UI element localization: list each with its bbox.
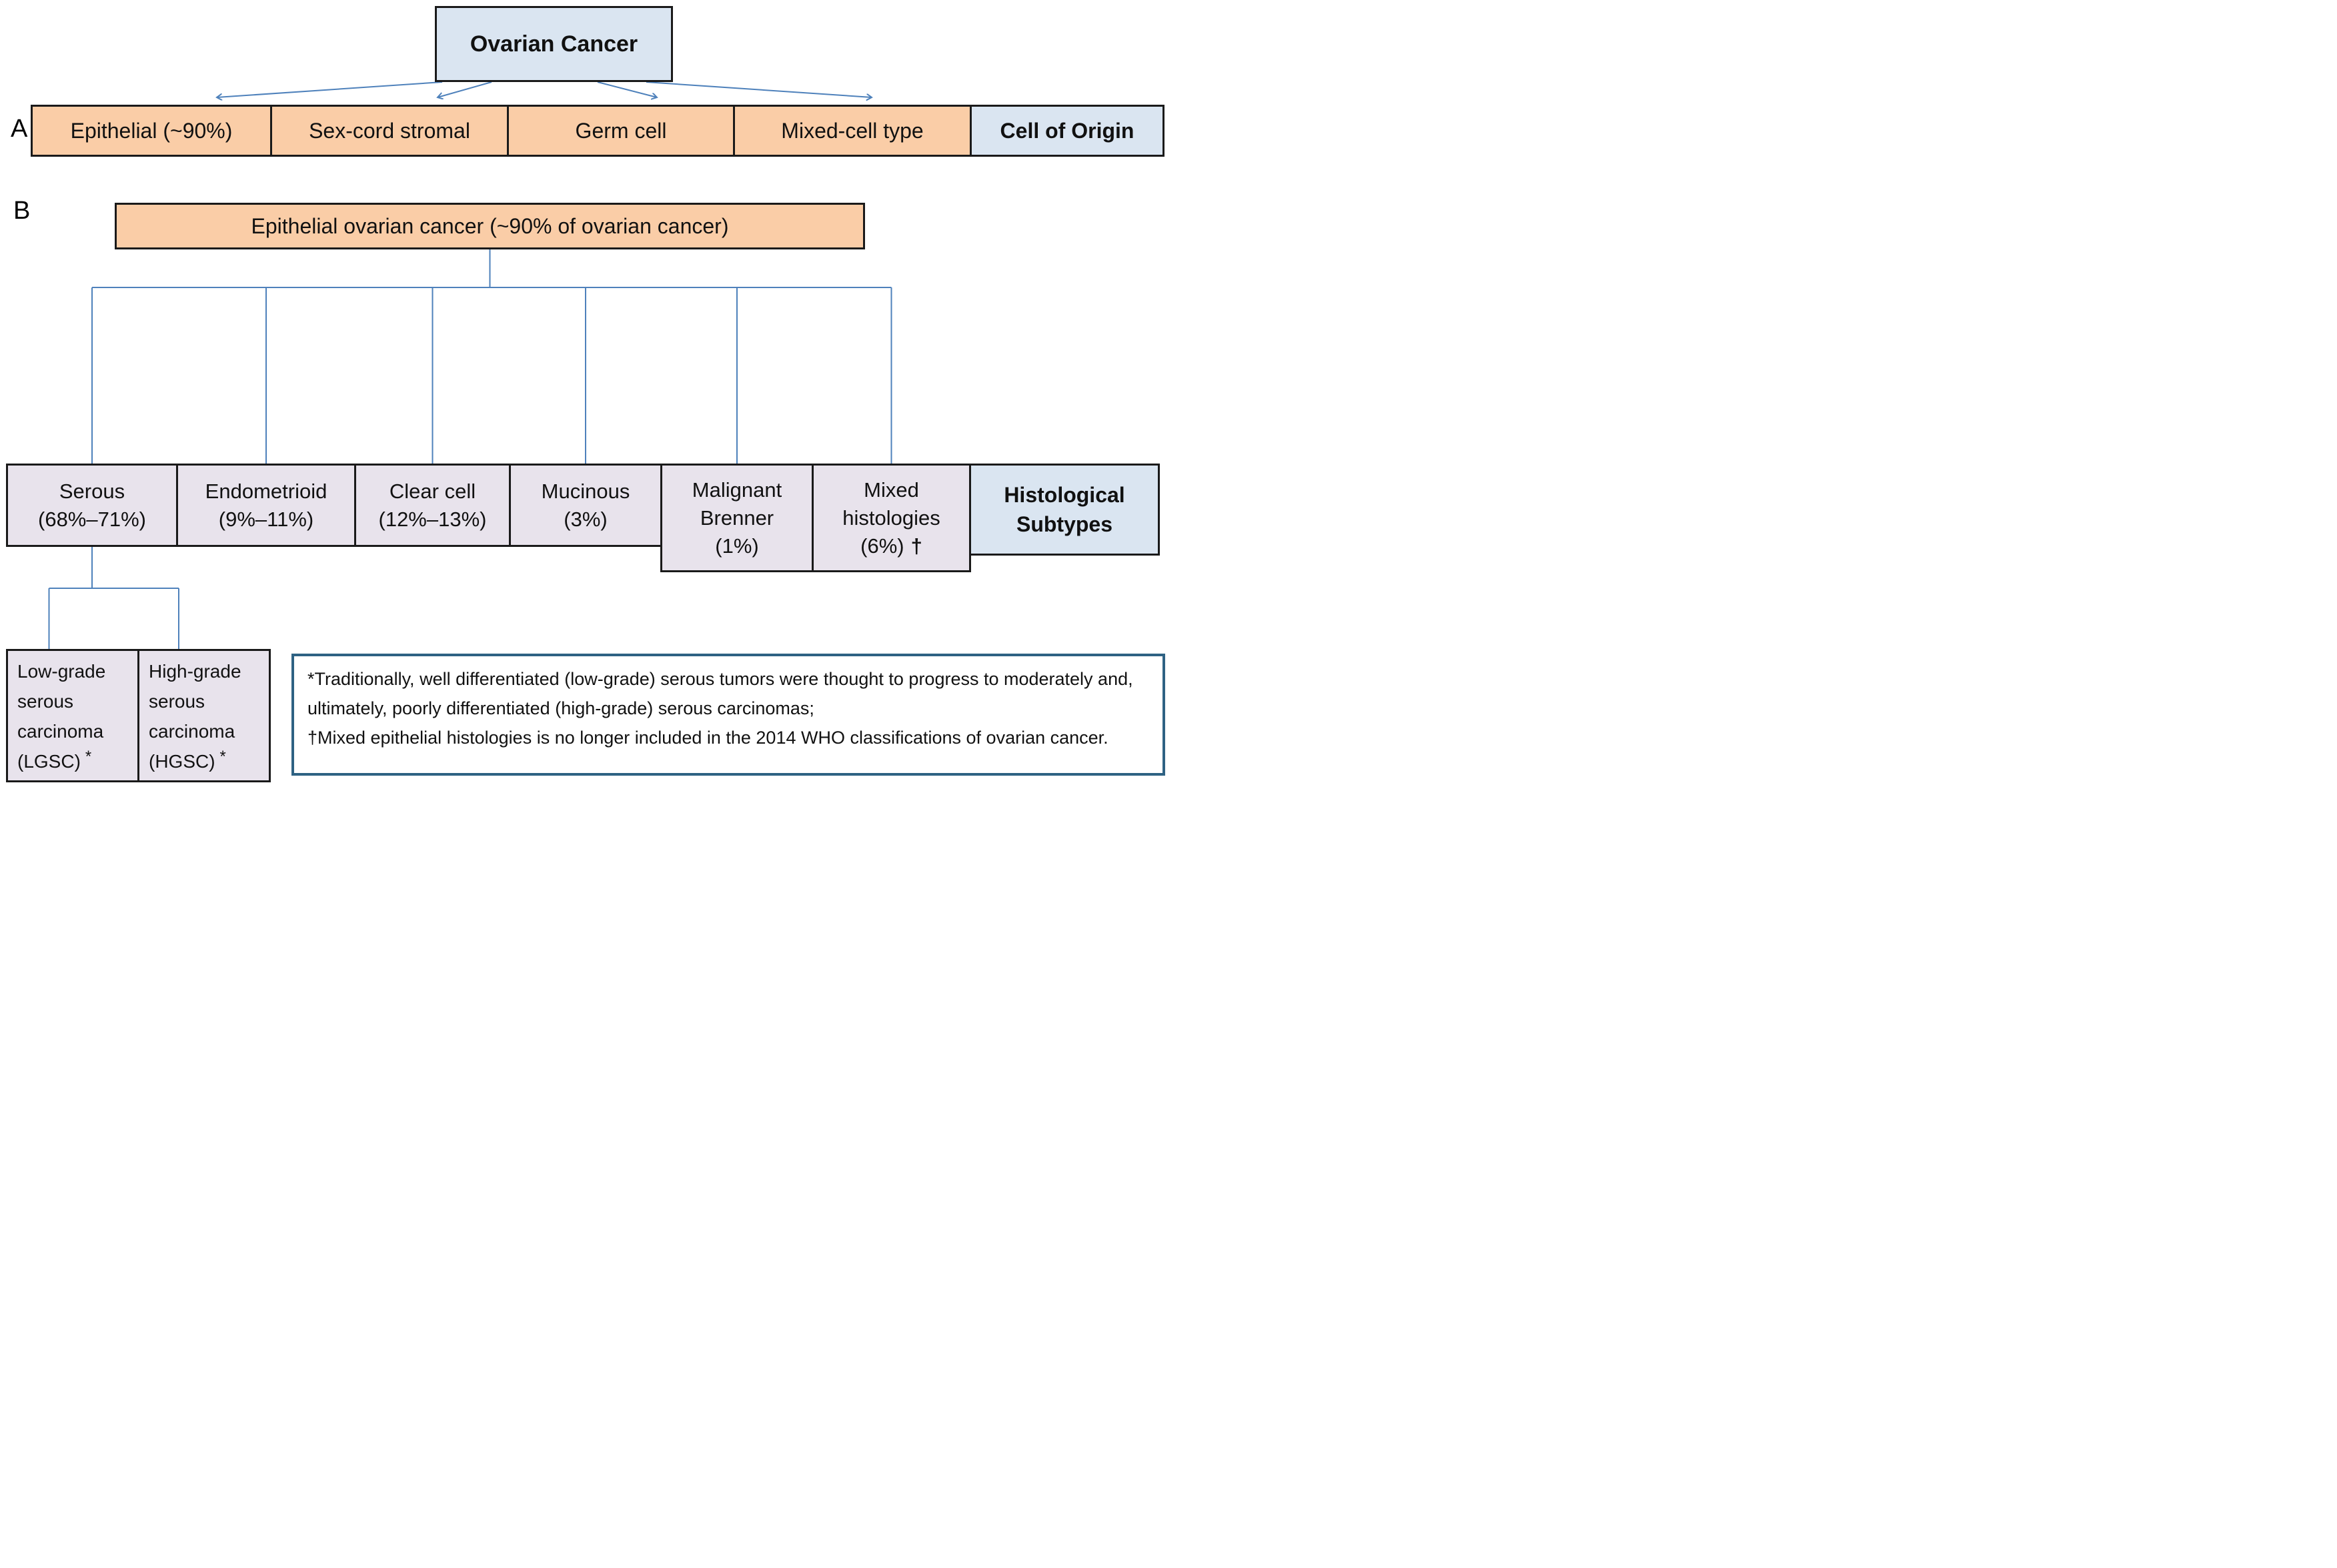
ovarian-cancer-classification-diagram: Ovarian Cancer A Epithelial (~90%) Sex-c… xyxy=(0,0,1168,784)
dagger-mark: † xyxy=(910,534,922,558)
row-caption-label: Cell of Origin xyxy=(1000,118,1134,143)
root-box-ovarian-cancer: Ovarian Cancer xyxy=(435,6,673,82)
subtype-line: (3%) xyxy=(564,507,608,531)
subtype-line: (9%–11%) xyxy=(218,507,314,531)
subtype-line: (6%)† xyxy=(860,532,922,560)
origin-box-germ-cell: Germ cell xyxy=(507,107,733,155)
hgsc-acronym: (HGSC) xyxy=(149,751,215,772)
arrow-to-germcell xyxy=(597,81,657,97)
asterisk-mark: * xyxy=(85,748,92,766)
arrow-to-sexcord xyxy=(438,81,492,97)
subtype-line: histologies xyxy=(842,506,940,530)
origin-box-label: Sex-cord stromal xyxy=(309,118,470,143)
subtype-box-malignant-brenner: Malignant Brenner (1%) xyxy=(660,464,814,572)
box-low-grade-serous-carcinoma: Low-grade serous carcinoma (LGSC)* xyxy=(8,651,137,780)
footnote-asterisk-text: *Traditionally, well differentiated (low… xyxy=(307,669,1133,718)
cell-of-origin-row: Epithelial (~90%) Sex-cord stromal Germ … xyxy=(31,105,1164,157)
lgsc-line: Low-grade xyxy=(17,661,106,682)
hgsc-line: serous xyxy=(149,691,205,712)
box-high-grade-serous-carcinoma: High-grade serous carcinoma (HGSC)* xyxy=(137,651,269,780)
subtype-line: Malignant xyxy=(692,478,782,502)
subtype-box-serous: Serous (68%–71%) xyxy=(6,464,178,547)
panel-b-label: B xyxy=(13,197,31,225)
origin-box-label: Germ cell xyxy=(575,118,667,143)
eoc-box-label: Epithelial ovarian cancer (~90% of ovari… xyxy=(251,213,729,238)
lgsc-line: (LGSC)* xyxy=(17,746,137,778)
footnote-box: *Traditionally, well differentiated (low… xyxy=(291,654,1165,776)
hgsc-line: High-grade xyxy=(149,661,241,682)
subtype-line: (12%–13%) xyxy=(378,507,487,531)
origin-box-epithelial: Epithelial (~90%) xyxy=(33,107,270,155)
footnote-dagger-text: †Mixed epithelial histologies is no long… xyxy=(307,728,1108,748)
subtype-line-text: (6%) xyxy=(860,534,904,558)
hgsc-line: carcinoma xyxy=(149,721,235,742)
origin-box-label: Mixed-cell type xyxy=(781,118,924,143)
panel-a-label: A xyxy=(11,115,28,143)
diagram-title: Ovarian Cancer xyxy=(470,31,638,57)
arrow-to-mixedcell xyxy=(646,81,872,97)
connector-lines xyxy=(48,81,892,650)
epithelial-ovarian-cancer-box: Epithelial ovarian cancer (~90% of ovari… xyxy=(115,203,865,249)
subtype-box-endometrioid: Endometrioid (9%–11%) xyxy=(176,464,356,547)
origin-box-label: Epithelial (~90%) xyxy=(70,118,233,143)
row-caption-histological-subtypes: Histological Subtypes xyxy=(969,464,1160,556)
serous-grade-pair: Low-grade serous carcinoma (LGSC)* High-… xyxy=(6,649,271,782)
origin-box-mixed-cell-type: Mixed-cell type xyxy=(733,107,970,155)
hgsc-line: (HGSC)* xyxy=(149,746,269,778)
subtype-line: Endometrioid xyxy=(205,479,327,503)
subtype-line: Mixed xyxy=(864,478,919,502)
subtype-line: (1%) xyxy=(715,534,759,558)
subtype-box-mucinous: Mucinous (3%) xyxy=(509,464,662,547)
subtype-line: (68%–71%) xyxy=(38,507,146,531)
row-caption-label: Histological Subtypes xyxy=(1004,483,1125,536)
subtype-line: Brenner xyxy=(700,506,774,530)
row-caption-cell-of-origin: Cell of Origin xyxy=(970,107,1162,155)
lgsc-line: carcinoma xyxy=(17,721,104,742)
subtype-line: Mucinous xyxy=(541,479,630,503)
subtype-line: Serous xyxy=(59,479,125,503)
origin-box-sexcord-stromal: Sex-cord stromal xyxy=(270,107,507,155)
subtype-box-clear-cell: Clear cell (12%–13%) xyxy=(354,464,511,547)
lgsc-line: serous xyxy=(17,691,74,712)
subtype-box-mixed-histologies: Mixed histologies (6%)† xyxy=(812,464,971,572)
subtype-line: Clear cell xyxy=(389,479,476,503)
asterisk-mark: * xyxy=(219,748,226,766)
arrow-to-epithelial xyxy=(217,81,443,97)
lgsc-acronym: (LGSC) xyxy=(17,751,81,772)
